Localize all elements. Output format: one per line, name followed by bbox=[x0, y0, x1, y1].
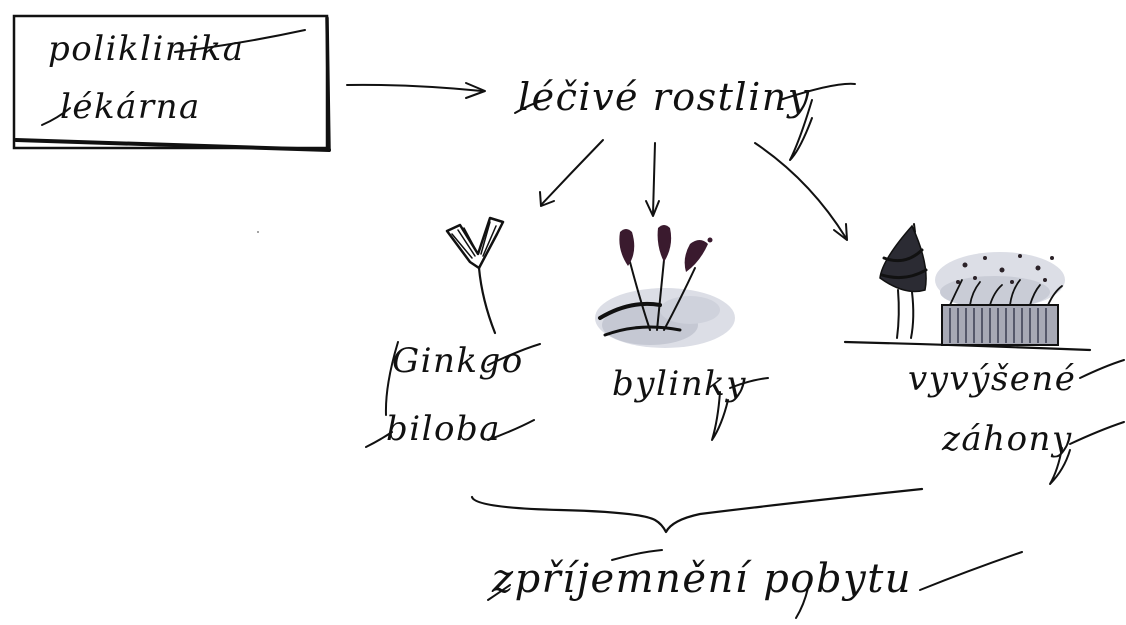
source-box-shadow bbox=[14, 138, 331, 152]
branch-label-bylinky: bylinky bbox=[612, 364, 769, 441]
branch-ginkgo-line2: biloba bbox=[386, 409, 501, 449]
wash bbox=[660, 296, 720, 324]
ginkgo-leaf-icon bbox=[445, 216, 505, 335]
summary-brace bbox=[470, 487, 924, 534]
branch-label-ginkgo: Ginkgo biloba bbox=[365, 341, 541, 449]
source-box: poliklinika lékárna bbox=[12, 14, 331, 152]
branch-zahony-line1: vyvýšené bbox=[908, 359, 1076, 399]
raised-bed-box bbox=[941, 304, 1059, 346]
central-node-label: léčivé rostliny bbox=[518, 75, 811, 119]
arrow-to-bylinky bbox=[652, 142, 656, 215]
result-label: zpříjemnění pobytu bbox=[491, 556, 912, 602]
result: zpříjemnění pobytu bbox=[487, 549, 1023, 619]
arrow-to-ginkgo bbox=[540, 139, 604, 206]
branch-ginkgo-line1: Ginkgo bbox=[392, 341, 524, 381]
central-node: léčivé rostliny bbox=[514, 75, 856, 161]
source-box-line2: lékárna bbox=[60, 87, 201, 127]
branch-zahony-line2: záhony bbox=[941, 419, 1073, 459]
source-box-line1: poliklinika bbox=[48, 29, 244, 69]
source-box-frame bbox=[12, 14, 329, 150]
arrow-to-zahony bbox=[754, 142, 847, 239]
herbs-icon bbox=[595, 225, 735, 348]
source-box-shadow-right bbox=[325, 16, 331, 152]
speck bbox=[257, 231, 259, 233]
flourish bbox=[174, 29, 306, 53]
branch-label-zahony: vyvýšené záhony bbox=[908, 359, 1125, 485]
branch-arrows bbox=[539, 139, 848, 241]
arrow-to-central bbox=[346, 82, 486, 99]
raised-beds-icon bbox=[843, 223, 1092, 352]
flourish bbox=[41, 107, 71, 126]
branch-bylinky-line1: bylinky bbox=[612, 364, 747, 404]
